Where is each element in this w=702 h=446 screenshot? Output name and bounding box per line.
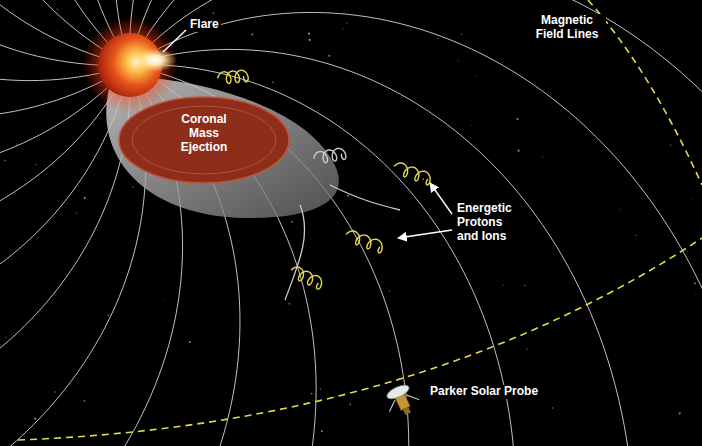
cme-field-line — [330, 185, 400, 210]
probe-label: Parker Solar Probe — [428, 385, 540, 399]
pointer-arrow — [398, 230, 452, 238]
star — [349, 403, 351, 405]
star — [475, 75, 476, 76]
star — [694, 282, 696, 284]
star — [343, 249, 345, 251]
cme-swirl — [132, 106, 276, 174]
star — [315, 39, 317, 41]
star — [309, 39, 311, 41]
star — [389, 290, 390, 291]
star — [321, 430, 323, 432]
star — [542, 156, 543, 157]
star — [628, 117, 630, 119]
star — [346, 23, 347, 24]
star — [84, 400, 86, 402]
orbit-line — [18, 238, 702, 440]
particles-label: Energetic Protons and Ions — [455, 202, 523, 243]
cme-label: Coronal Mass Ejection — [169, 113, 239, 154]
leader-line — [163, 30, 186, 52]
star — [422, 178, 424, 180]
star — [393, 217, 394, 218]
star — [36, 164, 37, 165]
star — [54, 391, 56, 393]
star — [347, 195, 349, 197]
star — [524, 285, 526, 287]
star — [311, 393, 313, 395]
star — [670, 144, 671, 145]
stars — [4, 9, 696, 433]
star — [673, 229, 675, 231]
star — [635, 235, 636, 236]
star — [213, 12, 215, 14]
star — [165, 330, 167, 332]
star — [57, 9, 59, 11]
star — [308, 33, 310, 35]
star — [679, 412, 681, 414]
field-line — [158, 12, 702, 446]
flare-burst — [133, 48, 177, 72]
cme-cloud: Coronal Mass Ejection — [118, 96, 290, 184]
star — [251, 33, 253, 35]
field-line — [0, 0, 543, 49]
field-line — [146, 0, 702, 446]
star — [5, 337, 6, 338]
star — [526, 348, 528, 350]
star — [55, 413, 56, 414]
field-line — [0, 73, 409, 446]
star — [272, 81, 274, 83]
star — [370, 140, 372, 142]
star — [132, 186, 134, 188]
star — [342, 28, 343, 29]
particle-coil — [218, 70, 248, 83]
star — [437, 38, 438, 39]
star — [691, 198, 692, 199]
cme-body — [119, 97, 289, 183]
star — [384, 147, 385, 148]
particle-coil — [346, 231, 382, 253]
cme-field-line — [285, 205, 305, 300]
star — [165, 299, 166, 300]
star — [291, 221, 293, 223]
star — [328, 55, 330, 57]
probe — [381, 381, 422, 421]
star — [583, 376, 584, 377]
star — [76, 213, 77, 214]
star — [458, 60, 459, 61]
star — [289, 303, 291, 305]
field-line — [0, 97, 130, 446]
star — [503, 284, 504, 285]
star — [34, 418, 36, 420]
particle-coil — [394, 163, 430, 185]
star — [695, 293, 696, 294]
star — [620, 209, 621, 210]
flare-label: Flare — [188, 18, 221, 32]
star — [16, 144, 17, 145]
star — [552, 407, 554, 409]
field-line — [0, 81, 316, 446]
star — [4, 160, 6, 162]
star — [461, 33, 462, 34]
star — [518, 150, 520, 152]
star — [471, 125, 472, 126]
star — [189, 341, 191, 343]
field-line — [77, 0, 702, 37]
cme-text-holder: Coronal Mass Ejection — [169, 113, 239, 154]
star — [84, 197, 86, 199]
star — [582, 74, 584, 76]
star — [516, 118, 518, 120]
particle-coil — [314, 148, 346, 162]
sun-glow — [82, 17, 178, 113]
star — [58, 30, 59, 31]
field-line — [153, 0, 702, 446]
star — [108, 314, 110, 316]
star — [319, 388, 321, 390]
particle-coil — [291, 267, 321, 289]
pointer-arrow — [430, 183, 452, 214]
field-lines-label: Magnetic Field Lines — [528, 14, 606, 42]
